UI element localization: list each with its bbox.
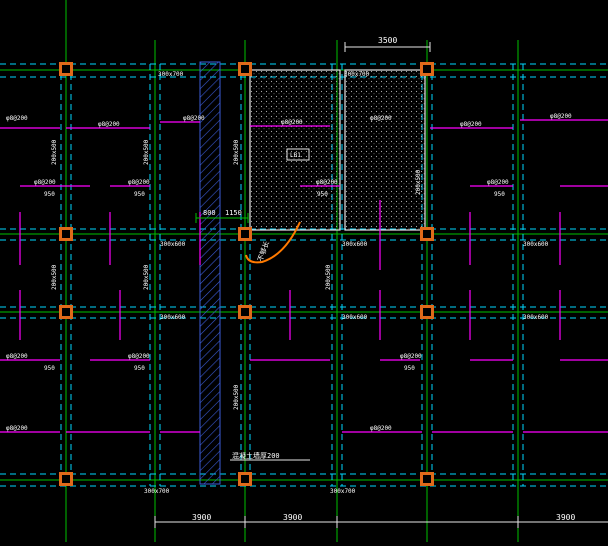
- beam-label-vertical: 200x500: [143, 264, 150, 290]
- rebar-label: φ8@200: [6, 115, 28, 122]
- dimension-texts: 3500 3900 3900 3900 800 1150: [192, 36, 575, 522]
- rebar-length-label: 950: [44, 365, 55, 372]
- rebar-label-texts: φ8@200 φ8@200 φ8@200 φ8@200 φ8@200 φ8@20…: [6, 113, 572, 432]
- handwritten-annotation-stroke: [245, 221, 301, 264]
- beam-label: 300x600: [160, 314, 186, 321]
- wall-note: 混凝土墙厚200: [232, 451, 280, 460]
- beam-label: 300x700: [330, 488, 356, 495]
- dimension-lines: [154, 42, 608, 528]
- beam-label-vertical: 200x500: [51, 139, 58, 165]
- rebar-label: φ8@200: [400, 353, 422, 360]
- beam-label: 300x600: [523, 314, 549, 321]
- dim-small-right: 1150: [225, 209, 242, 217]
- beam-label: 300x700: [344, 71, 370, 78]
- dim-bottom-mid: 3900: [283, 513, 302, 522]
- beam-label-texts: 300x700 300x700 300x600 300x600 300x600 …: [144, 71, 549, 495]
- rebar-label: φ8@200: [128, 353, 150, 360]
- rebar-length-label: 950: [494, 191, 505, 198]
- beam-label-vertical: 200x500: [233, 139, 240, 165]
- slab-tag-box: [286, 148, 310, 161]
- slab-tag: LB1: [290, 152, 301, 159]
- rebar-label: φ8@200: [128, 179, 150, 186]
- beam-label: 300x600: [342, 241, 368, 248]
- beam-label: 300x700: [144, 488, 170, 495]
- rebar-length-label: 950: [134, 191, 145, 198]
- rebar-length-label: 950: [44, 191, 55, 198]
- rebar-length-label: 950: [134, 365, 145, 372]
- beam-label-vertical: 200x500: [233, 384, 240, 410]
- rebar-label: φ8@200: [6, 425, 28, 432]
- rebar-label: φ8@200: [281, 119, 303, 126]
- rebar-length-label: 950: [317, 191, 328, 198]
- rebar-label: φ8@200: [98, 121, 120, 128]
- vertical-beam-labels: 200x500 200x500 200x500 200x500 200x500 …: [51, 139, 422, 410]
- rebar-label: φ8@200: [550, 113, 572, 120]
- rebar-label: φ8@200: [183, 115, 205, 122]
- dim-bottom-right: 3900: [556, 513, 575, 522]
- rebar-label: φ8@200: [34, 179, 56, 186]
- beam-label: 300x700: [158, 71, 184, 78]
- rebar-label: φ8@200: [370, 425, 392, 432]
- rebar-label: φ8@200: [370, 115, 392, 122]
- beam-label: 300x600: [523, 241, 549, 248]
- beam-label-vertical: 200x500: [415, 169, 422, 195]
- rebar-label: φ8@200: [6, 353, 28, 360]
- rebar-length-label: 950: [404, 365, 415, 372]
- slab-panels: [249, 69, 426, 231]
- beam-label: 300x600: [342, 314, 368, 321]
- dim-bottom-left: 3900: [192, 513, 211, 522]
- dim-small-left: 800: [203, 209, 216, 217]
- column-cores: [62, 65, 431, 483]
- beam-label-vertical: 200x500: [51, 264, 58, 290]
- rebar-lines: [0, 119, 608, 433]
- beam-label-vertical: 200x500: [143, 139, 150, 165]
- dim-top-span: 3500: [378, 36, 397, 45]
- small-dimension: [195, 213, 249, 223]
- beam-label: 300x600: [160, 241, 186, 248]
- rebar-label: φ8@200: [316, 179, 338, 186]
- concrete-wall: [199, 61, 221, 485]
- beam-label-vertical: 200x500: [325, 264, 332, 290]
- rebar-label: φ8@200: [460, 121, 482, 128]
- rebar-label: φ8@200: [487, 179, 509, 186]
